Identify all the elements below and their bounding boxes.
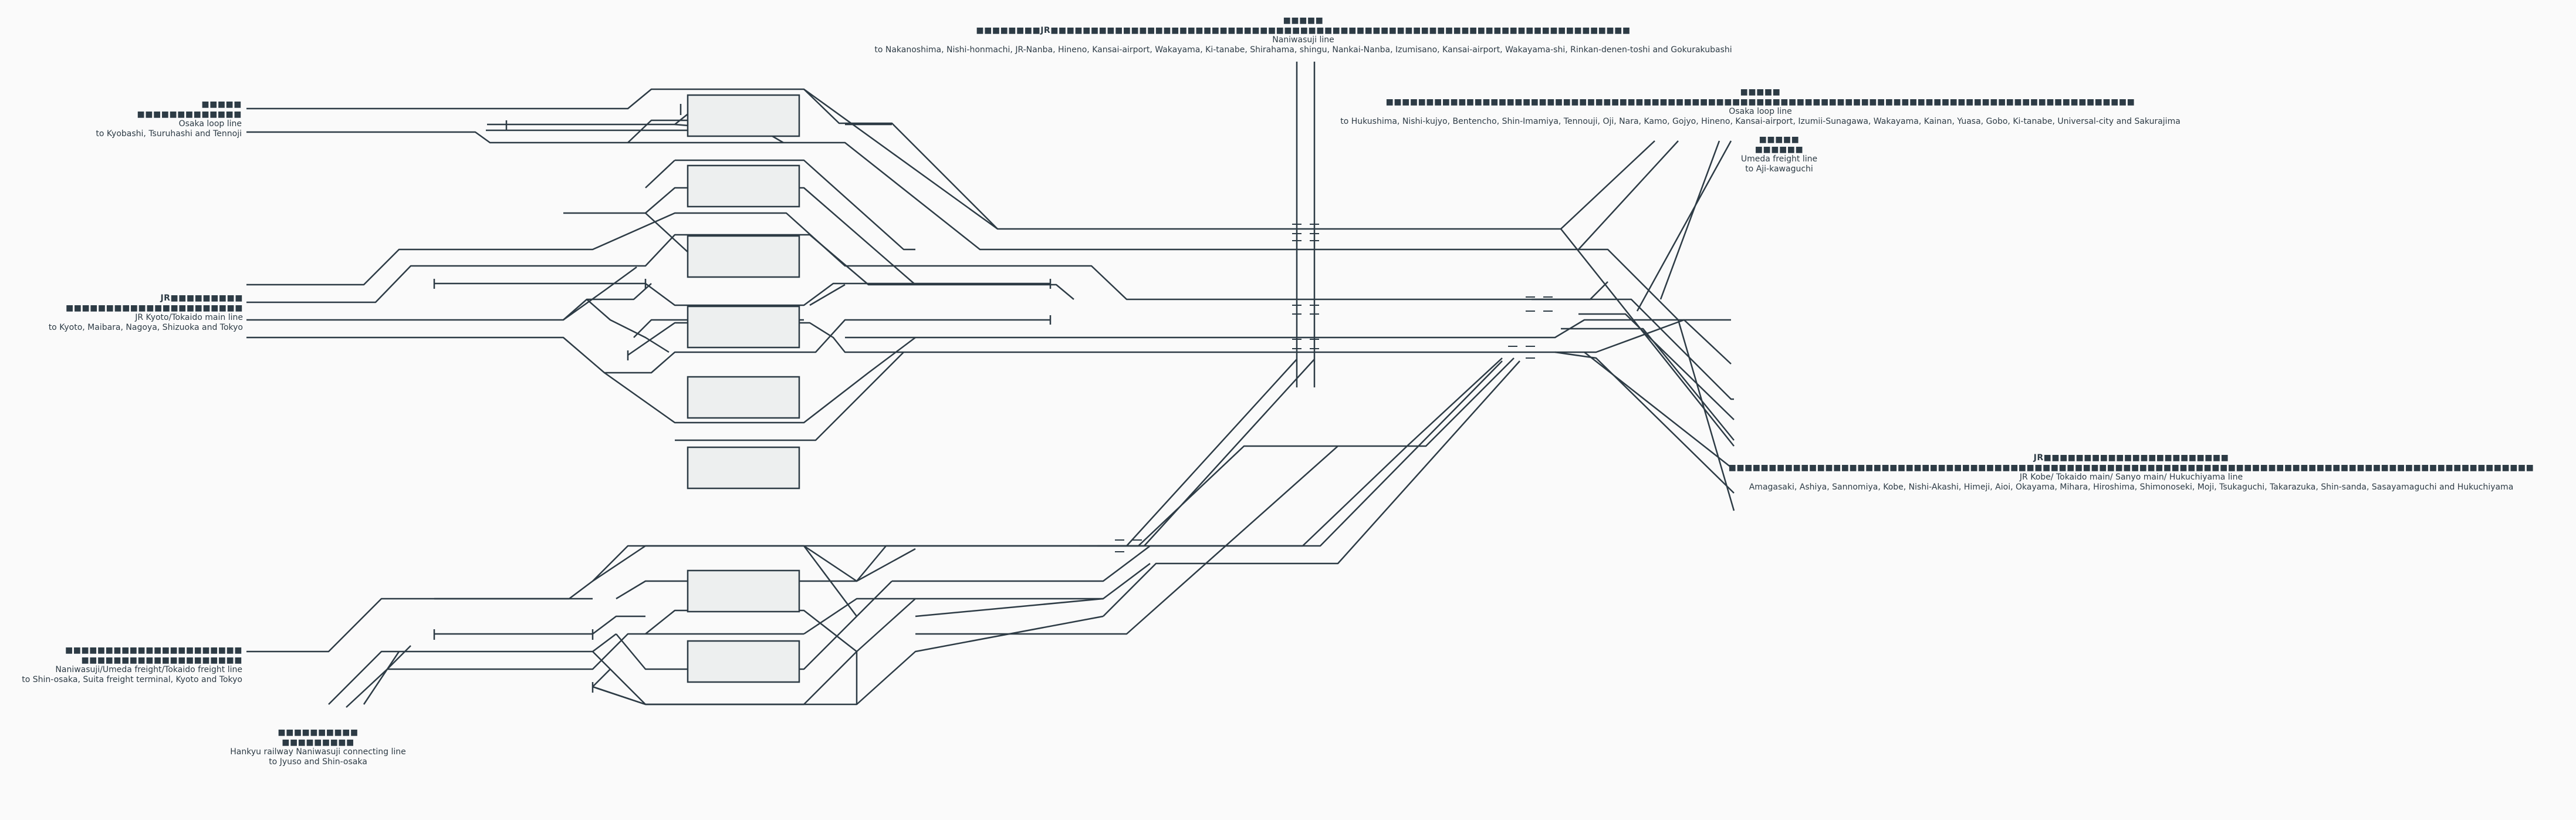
platform-8 [687,640,800,683]
jr-kyoto-jp2: ■■■■■■■■■■■■■■■■■■■■■■ [65,303,243,313]
hankyu-connecting-line-label: ■■■■■■■■■■ ■■■■■■■■■ Hankyu railway Nani… [230,728,406,767]
jr-kobe-en2: Amagasaki, Ashiya, Sannomiya, Kobe, Nish… [1749,482,2514,492]
naniwasuji-line-top-label: ■■■■■ ■■■■■■■■JR■■■■■■■■■■■■■■■■■■■■■■■■… [874,16,1732,55]
umeda-freight-jp2: ■■■■■■ [1754,144,1804,154]
naniwasuji-freight-en2: to Shin-osaka, Suita freight terminal, K… [22,674,242,684]
osaka-loop-left-en1: Osaka loop line [178,119,242,129]
jr-kyoto-line-label: JR■■■■■■■■■ ■■■■■■■■■■■■■■■■■■■■■■ JR Ky… [49,293,243,332]
platform-4 [687,305,800,349]
naniwasuji-top-jp1: ■■■■■ [1283,16,1324,25]
umeda-freight-jp1: ■■■■■ [1759,135,1800,144]
naniwasuji-top-jp2: ■■■■■■■■JR■■■■■■■■■■■■■■■■■■■■■■■■■■■■■■… [976,25,1631,35]
osaka-loop-right-jp2: ■■■■■■■■■■■■■■■■■■■■■■■■■■■■■■■■■■■■■■■■… [1385,97,2135,107]
osaka-loop-left-jp2: ■■■■■■■■■■■■■ [137,109,242,119]
naniwasuji-top-en1: Naniwasuji line [1272,35,1334,45]
track-lines [246,62,1735,708]
naniwasuji-freight-jp1: ■■■■■■■■■■■■■■■■■■■■■■ [65,646,242,655]
osaka-loop-right-en1: Osaka loop line [1729,107,1792,116]
hankyu-en1: Hankyu railway Naniwasuji connecting lin… [230,747,406,757]
naniwasuji-freight-en1: Naniwasuji/Umeda freight/Tokaido freight… [55,665,242,674]
platform-2 [687,164,800,208]
osaka-loop-left-jp1: ■■■■■ [201,100,242,109]
naniwasuji-freight-line-label: ■■■■■■■■■■■■■■■■■■■■■■ ■■■■■■■■■■■■■■■■■… [22,646,242,684]
track-end-stops [433,104,1052,693]
naniwasuji-top-en2: to Nakanoshima, Nishi-honmachi, JR-Nanba… [874,45,1732,55]
jr-kyoto-en1: JR Kyoto/Tokaido main line [135,313,243,322]
osaka-loop-left-en2: to Kyobashi, Tsuruhashi and Tennoji [96,129,242,139]
jr-kyoto-jp1: JR■■■■■■■■■ [160,293,243,303]
platform-6 [687,446,800,490]
umeda-freight-en2: to Aji-kawaguchi [1745,164,1813,174]
platforms [687,94,800,683]
osaka-loop-line-left-label: ■■■■■ ■■■■■■■■■■■■■ Osaka loop line to K… [96,100,242,139]
jr-kyoto-en2: to Kyoto, Maibara, Nagoya, Shizuoka and … [48,322,243,332]
jr-kobe-jp2: ■■■■■■■■■■■■■■■■■■■■■■■■■■■■■■■■■■■■■■■■… [1728,463,2534,473]
hankyu-jp2: ■■■■■■■■■ [282,737,354,747]
umeda-freight-en1: Umeda freight line [1740,154,1818,164]
platform-7 [687,569,800,613]
platform-1 [687,94,800,137]
hankyu-jp1: ■■■■■■■■■■ [278,728,359,737]
insulated-joint-marks [1115,224,1553,552]
platform-5 [687,376,800,419]
osaka-loop-right-en2: to Hukushima, Nishi-kujyo, Bentencho, Sh… [1340,116,2181,126]
platform-3 [687,235,800,278]
umeda-freight-line-label: ■■■■■ ■■■■■■ Umeda freight line to Aji-k… [1741,135,1817,174]
naniwasuji-freight-jp2: ■■■■■■■■■■■■■■■■■■■■ [81,655,242,665]
hankyu-en2: to Jyuso and Shin-osaka [269,757,367,767]
osaka-loop-right-jp1: ■■■■■ [1740,87,1781,97]
jr-kobe-jp1: JR■■■■■■■■■■■■■■■■■■■■■■■ [2033,453,2229,463]
osaka-loop-line-right-label: ■■■■■ ■■■■■■■■■■■■■■■■■■■■■■■■■■■■■■■■■■… [1340,87,2181,126]
jr-kobe-line-label: JR■■■■■■■■■■■■■■■■■■■■■■■ ■■■■■■■■■■■■■■… [1729,453,2534,492]
jr-kobe-en1: JR Kobe/ Tokaido main/ Sanyo main/ Hukuc… [2019,473,2243,482]
